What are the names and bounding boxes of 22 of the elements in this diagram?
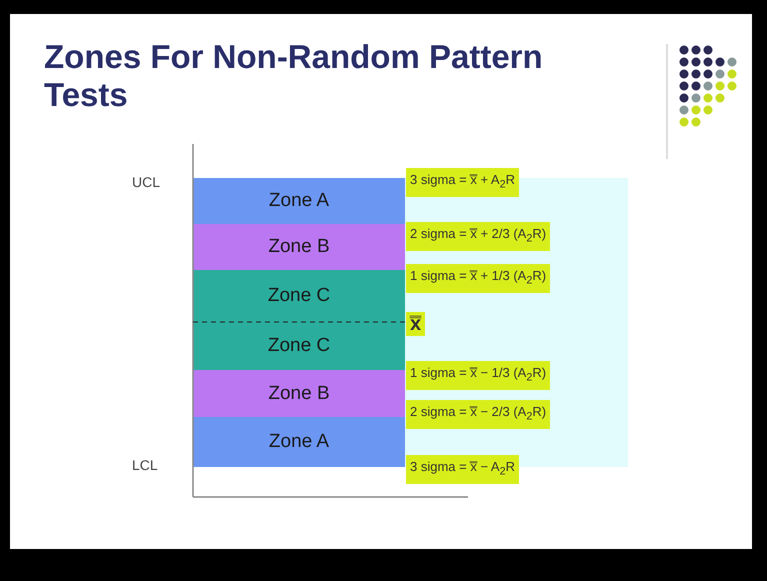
limit-label: UCL (132, 174, 160, 190)
formula-label: 3 sigma = x̿ − A$_{2}$R (406, 455, 520, 484)
zone-band (193, 370, 405, 417)
zone-band (193, 270, 405, 322)
limit-label: LCL (132, 457, 158, 473)
zone-label: Zone C (268, 285, 330, 307)
center-symbol: x̿ (406, 312, 426, 336)
zone-band (193, 322, 405, 370)
zone-band (193, 417, 405, 467)
zone-band (193, 178, 405, 224)
slide-title: Zones For Non-Random Pattern Tests (44, 38, 544, 114)
formula-label: 3 sigma = x̿ + A$_{2}$R (406, 168, 520, 197)
zone-label: Zone B (268, 236, 330, 258)
formula-label: 1 sigma = x̿ − 1/3 (A$_{2}$R) (406, 361, 550, 390)
formula-label: 1 sigma = x̿ + 1/3 (A$_{2}$R) (406, 264, 550, 293)
zone-label: Zone A (268, 431, 330, 453)
formula-label: 2 sigma = x̿ − 2/3 (A$_{2}$R) (406, 400, 550, 429)
zone-label: Zone B (268, 382, 330, 404)
formula-label: 2 sigma = x̿ + 2/3 (A$_{2}$R) (406, 222, 550, 251)
zone-label: Zone A (268, 190, 330, 212)
zone-band (193, 224, 405, 270)
zone-label: Zone C (268, 335, 330, 357)
